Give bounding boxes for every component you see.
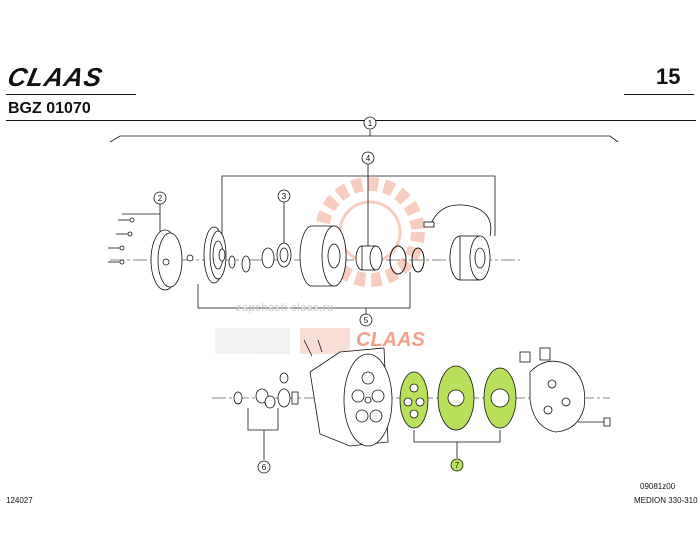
callout-5-bracket <box>197 272 411 314</box>
footer-left-number: 124027 <box>6 496 33 505</box>
header-top-rule <box>6 94 136 95</box>
callout-4-bracket <box>221 164 496 262</box>
callout-6-bracket <box>247 408 279 460</box>
header-bottom-rule <box>6 120 696 121</box>
callout-1-bracket <box>109 130 619 143</box>
callout-4-circle <box>361 151 375 165</box>
callout-7-label: 7 <box>455 461 460 470</box>
callout-2-label: 2 <box>158 194 163 203</box>
snap-rings <box>389 245 425 275</box>
callout-2-leader <box>122 204 161 232</box>
callout-3-label: 3 <box>282 192 287 201</box>
drawing-id: 09081z00 <box>640 482 676 491</box>
clutch-disc <box>203 226 227 284</box>
machine-model: MEDION 330-310 <box>634 496 698 505</box>
callout-6-circle <box>257 460 271 474</box>
pulley <box>299 225 347 287</box>
callout-6-label: 6 <box>262 463 267 472</box>
callout-1-label: 1 <box>368 119 373 128</box>
callout-2-circle <box>153 191 167 205</box>
callout-1-circle <box>363 116 377 130</box>
callout-7-circle <box>450 458 464 472</box>
callout-7-bracket <box>413 430 501 458</box>
watermark-brand: CLAAS <box>356 329 426 351</box>
bearing <box>355 245 383 271</box>
callout-4-label: 4 <box>366 154 371 163</box>
header-rule-right <box>624 94 694 95</box>
callout-3-circle <box>277 189 291 203</box>
part-2-hub-plate <box>108 217 194 291</box>
callout-circles <box>153 116 464 474</box>
group-code: BGZ 01070 <box>8 100 91 117</box>
callout-5-circle <box>359 313 373 327</box>
part-7-gaskets <box>399 365 517 431</box>
compressor-body <box>303 339 393 447</box>
watermark-url: zapchasti-claas.ru <box>236 302 334 314</box>
cylinder-head <box>519 347 611 433</box>
callout-5-label: 5 <box>364 316 369 325</box>
part-6-fittings <box>233 372 299 409</box>
part-3-shims <box>228 242 292 273</box>
page-number: 15 <box>656 64 681 89</box>
coil <box>423 204 492 281</box>
